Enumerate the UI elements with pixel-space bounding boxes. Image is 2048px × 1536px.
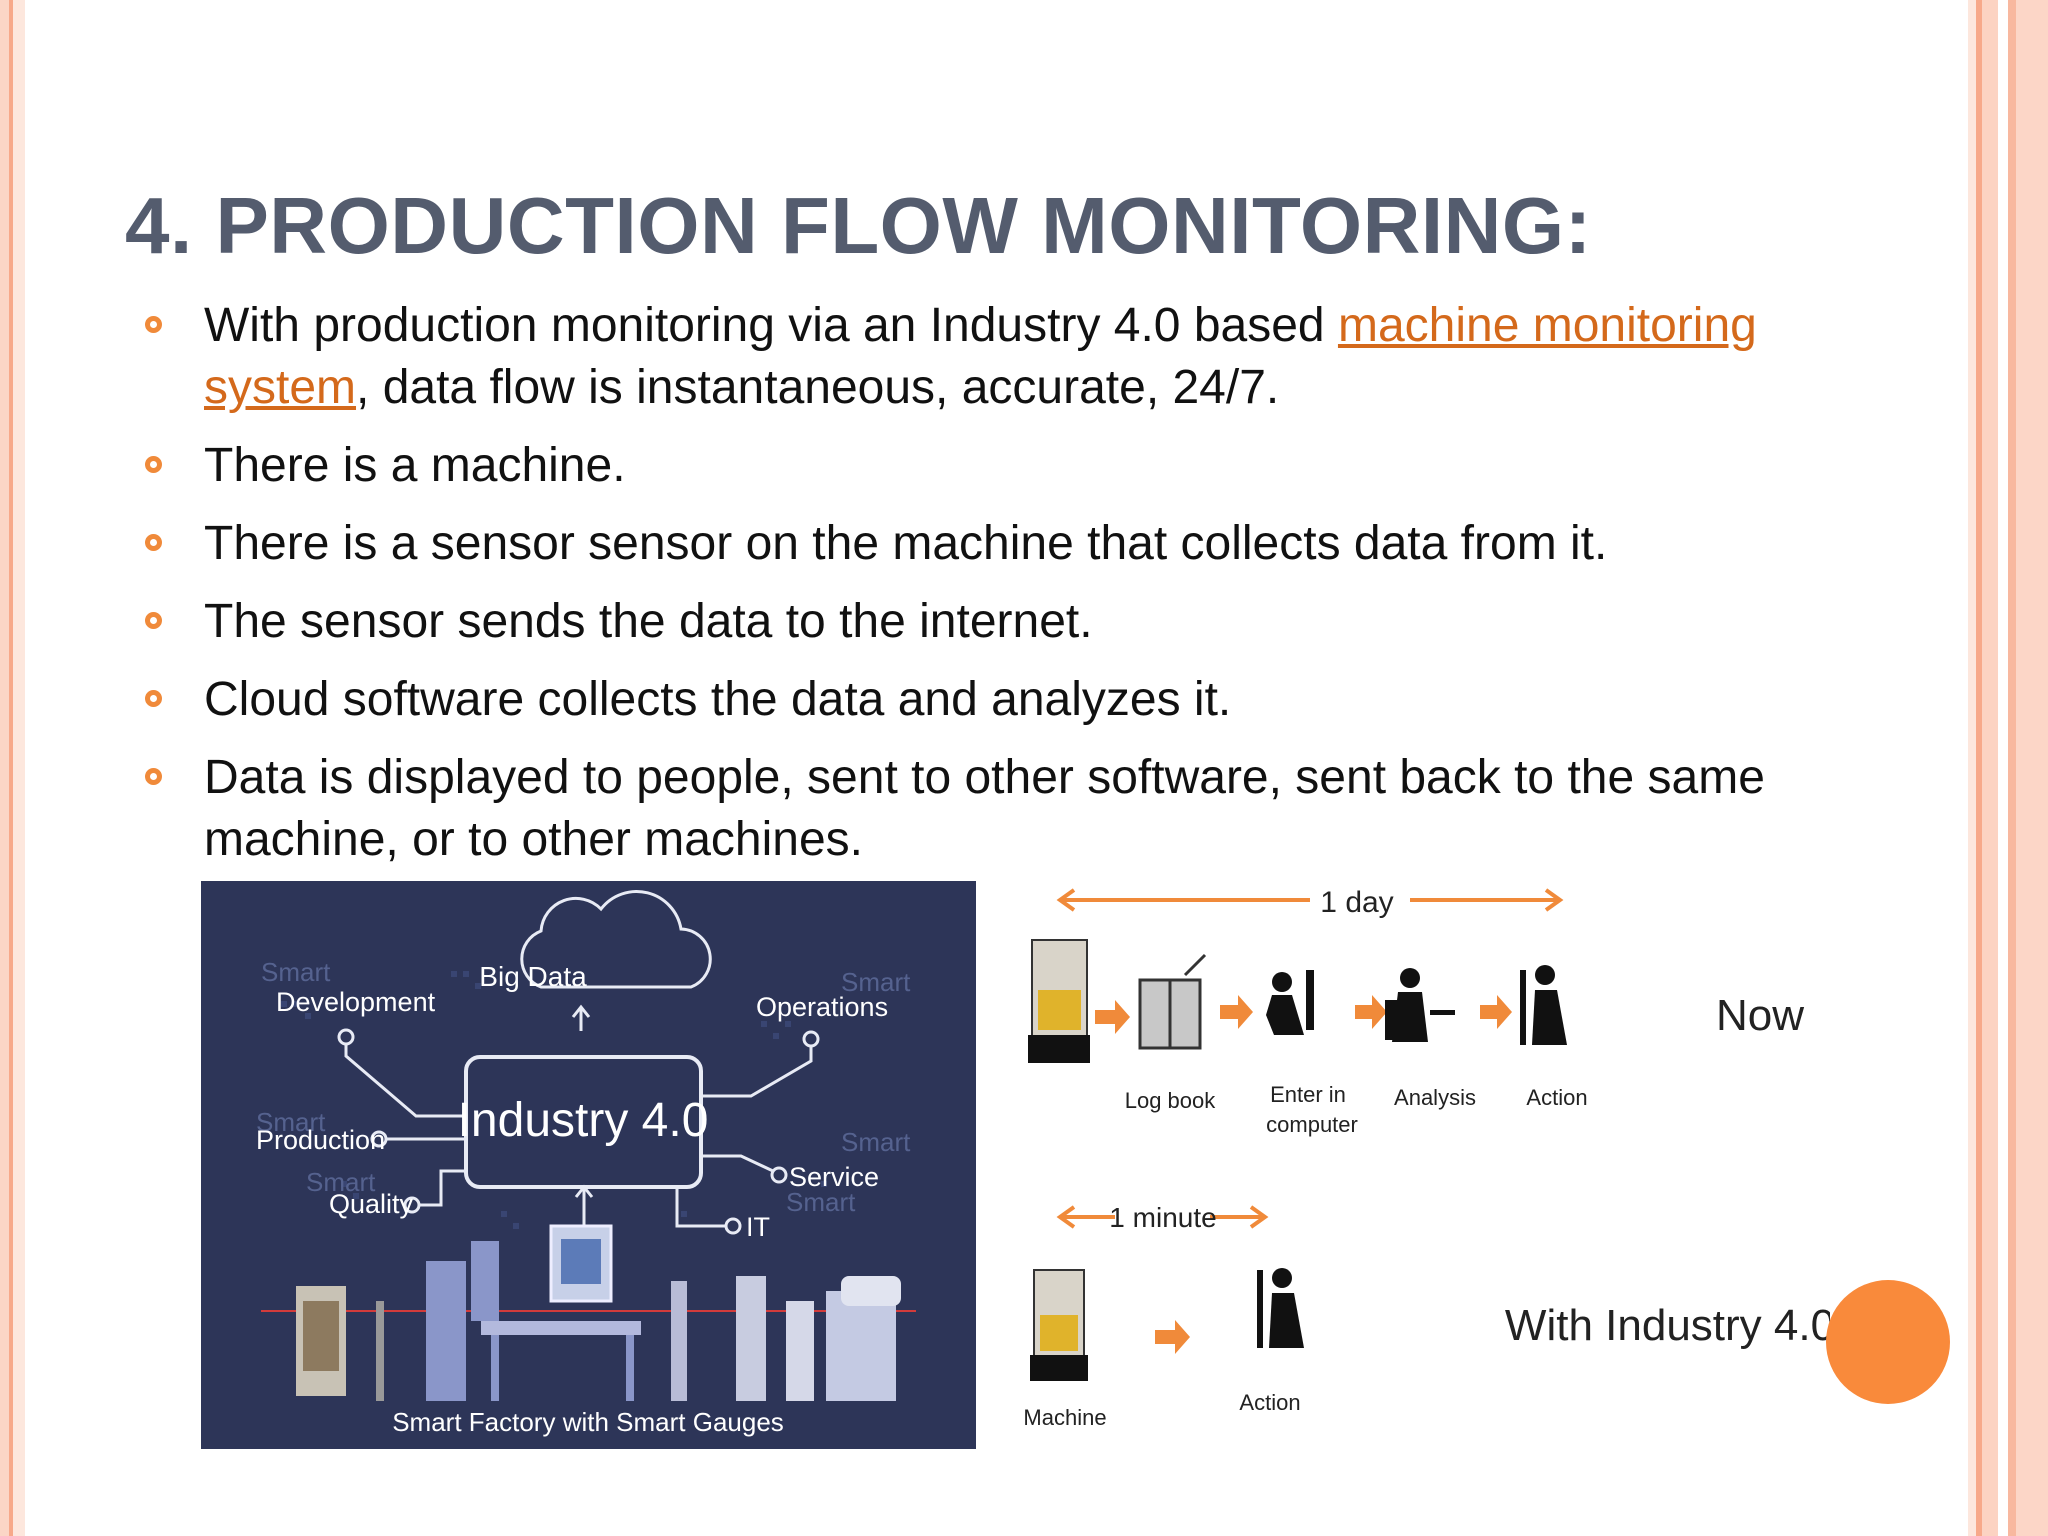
decorative-orange-circle [1826,1280,1950,1404]
machine-monitoring-link[interactable]: machine monitoring system [204,299,1757,414]
with-duration-label: 1 minute [1109,1202,1216,1233]
bullet-item: There is a machine. [140,435,1780,497]
cloud-icon [520,890,712,989]
step-label: Analysis [1394,1085,1476,1110]
bullet-text: With production monitoring via an Indust… [204,299,1338,352]
now-duration-label: 1 day [1320,886,1393,919]
production-label: Production [256,1125,385,1155]
factory-caption: Smart Factory with Smart Gauges [392,1407,784,1437]
step-label: Log book [1125,1088,1217,1113]
it-label: IT [746,1212,770,1242]
slide-left-border [0,0,25,1536]
step-label: computer [1266,1112,1358,1137]
industry-4-image: Smart Smart Smart Smart Smart Smart Big … [201,881,976,1449]
quality-label: Quality [329,1189,414,1219]
smart-label: Smart [841,1127,911,1157]
industry-4-label: Industry 4.0 [458,1094,709,1147]
bullet-icon [145,612,162,629]
bullet-item: There is a sensor sensor on the machine … [140,513,1780,575]
bullet-text: The sensor sends the data to the interne… [204,595,1093,648]
big-data-label: Big Data [479,961,587,992]
flow-comparison-image: 1 day 1 minute Log book Enter in compute… [1010,870,1830,1460]
bullet-text: Cloud software collects the data and ana… [204,673,1232,726]
slide-right-border [1968,0,2048,1536]
now-label: Now [1716,991,1804,1040]
smart-label: Smart [786,1187,856,1217]
bullet-item: The sensor sends the data to the interne… [140,591,1780,653]
machine-icon [1030,1269,1088,1381]
bullet-list: With production monitoring via an Indust… [140,295,1780,887]
step-label: Enter in [1270,1082,1346,1107]
step-label: Action [1526,1085,1587,1110]
smart-label: Smart [256,1107,326,1137]
bullet-icon [145,690,162,707]
slide-title: 4. PRODUCTION FLOW MONITORING: [125,181,1592,270]
bullet-item: Cloud software collects the data and ana… [140,669,1780,731]
bullet-item: Data is displayed to people, sent to oth… [140,747,1780,871]
machine-icon [1028,939,1090,1063]
person-computer-icon [1266,970,1314,1035]
bullet-icon [145,316,162,333]
bullet-icon [145,456,162,473]
operations-label: Operations [756,992,888,1022]
factory-machines [261,1224,916,1401]
arrow-icon [1095,995,1512,1354]
with-industry-label: With Industry 4.0 [1505,1301,1830,1350]
bullet-item: With production monitoring via an Indust… [140,295,1780,419]
bullet-text: , data flow is instantaneous, accurate, … [356,361,1280,414]
person-action-icon [1520,965,1567,1045]
smart-label: Smart [306,1167,376,1197]
person-analysis-icon [1385,968,1455,1042]
bullet-icon [145,534,162,551]
development-label: Development [276,987,436,1017]
bullet-text: There is a sensor sensor on the machine … [204,517,1608,570]
step-label: Action [1239,1390,1300,1415]
smart-label: Smart [261,957,331,987]
person-action-icon [1257,1268,1304,1348]
smart-label: Smart [841,967,911,997]
bullet-icon [145,768,162,785]
bullet-text: Data is displayed to people, sent to oth… [204,751,1765,866]
bullet-text: There is a machine. [204,439,626,492]
log-book-icon [1138,953,1207,1050]
service-label: Service [789,1162,879,1192]
step-label: Machine [1023,1405,1106,1430]
